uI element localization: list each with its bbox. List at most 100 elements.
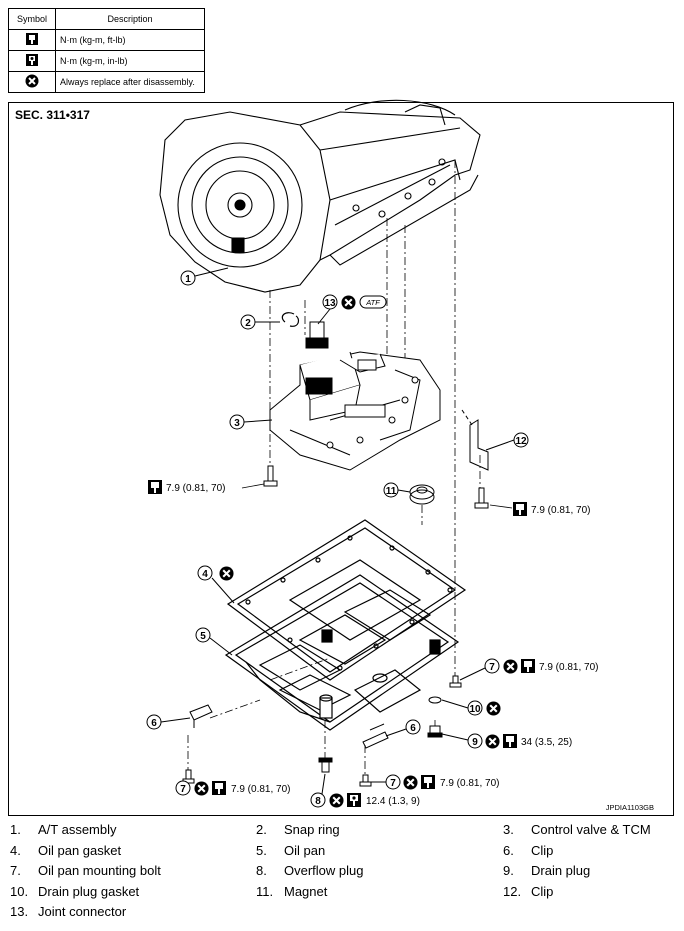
clip-6-left: [189, 704, 213, 728]
torque-spec-item7-bottom-left: 7.9 (0.81, 70): [231, 784, 290, 795]
torque-wrench-small-icon: [347, 793, 361, 807]
part-number: 10.: [10, 883, 29, 899]
replace-x-icon: [486, 701, 501, 716]
svg-text:7: 7: [489, 662, 495, 673]
clip-12: [461, 409, 489, 471]
part-name: Overflow plug: [284, 863, 364, 878]
legend-desc-replace: Always replace after disassembly.: [55, 71, 205, 93]
figure-code: JPDIA1103GB: [605, 803, 654, 812]
oil-pan: [224, 574, 460, 731]
part-name: Control valve & TCM: [531, 822, 651, 837]
callout-6-right: 6: [385, 719, 421, 737]
torque-spec-item7-bottom-mid: 7.9 (0.81, 70): [440, 778, 499, 789]
callout-9: 9: [441, 733, 483, 749]
callout-7-bottom-mid: 7: [370, 774, 401, 790]
part-number: 8.: [256, 863, 267, 878]
callout-10: 10: [441, 699, 483, 716]
part-number: 1.: [10, 822, 21, 837]
svg-text:5: 5: [200, 631, 206, 642]
svg-text:8: 8: [315, 796, 321, 807]
svg-text:10: 10: [469, 704, 481, 715]
torque-spec-item8: 12.4 (1.3, 9): [366, 796, 420, 807]
svg-text:11: 11: [386, 486, 397, 497]
part-name: Drain plug: [531, 863, 591, 878]
part-name: Magnet: [284, 883, 328, 899]
callout-1: 1: [180, 267, 229, 286]
bolts: [182, 465, 489, 787]
svg-text:4: 4: [202, 569, 208, 580]
part-number: 6.: [503, 842, 514, 858]
section-label: SEC. 311•317: [15, 108, 90, 122]
svg-text:1: 1: [185, 274, 191, 285]
torque-wrench-icon: [421, 775, 435, 789]
part-number: 9.: [503, 863, 514, 878]
drain-plug: [427, 725, 443, 738]
svg-text:6: 6: [410, 723, 416, 734]
callout-4: 4: [197, 565, 235, 604]
replace-x-icon: [25, 74, 39, 88]
callout-11: 11: [383, 482, 411, 498]
svg-text:12: 12: [515, 436, 527, 447]
part-number: 3.: [503, 822, 514, 837]
torque-spec-left-bolt: 7.9 (0.81, 70): [166, 483, 225, 494]
svg-text:7: 7: [180, 784, 186, 795]
torque-spec-item7-right: 7.9 (0.81, 70): [539, 662, 598, 673]
callout-13: 13: [317, 294, 338, 325]
part-number: 11.: [256, 883, 274, 899]
snap-ring: [281, 312, 300, 327]
replace-x-icon: [219, 566, 234, 581]
joint-connector: [305, 321, 329, 349]
part-name: Clip: [531, 883, 554, 899]
replace-x-icon: [485, 734, 500, 749]
torque-wrench-icon: [503, 734, 517, 748]
atf-label: ATF: [359, 295, 387, 309]
replace-x-icon: [503, 659, 518, 674]
torque-wrench-icon: [212, 781, 226, 795]
svg-text:2: 2: [245, 318, 251, 329]
part-number: 13.: [10, 904, 29, 919]
torque-spec-item9: 34 (3.5, 25): [521, 737, 572, 748]
svg-text:7: 7: [390, 778, 396, 789]
part-name: Snap ring: [284, 822, 340, 837]
alignment-lines: [187, 160, 481, 775]
replace-x-icon: [194, 781, 209, 796]
torque-wrench-icon: [148, 480, 162, 494]
callout-3: 3: [229, 414, 273, 430]
part-number: 7.: [10, 863, 21, 878]
part-name: Drain plug gasket: [38, 883, 140, 899]
callout-2: 2: [240, 314, 280, 330]
part-name: A/T assembly: [38, 822, 117, 837]
callout-6-left: 6: [146, 714, 191, 730]
atf-text: ATF: [365, 298, 380, 307]
torque-wrench-icon: [521, 659, 535, 673]
part-name: Clip: [531, 842, 554, 858]
oil-pan-gasket: [226, 519, 467, 681]
part-number-callouts: 1 2 13 3 12 11 4 5 7 10 6 6 9 7 7 8: [146, 267, 529, 808]
part-name: Oil pan mounting bolt: [38, 863, 161, 878]
symbol-legend-table: Symbol Description N·m (kg-m, ft-lb) N·m…: [8, 8, 205, 93]
control-valve-tcm: [269, 351, 441, 471]
overflow-plug: [318, 757, 333, 773]
part-number: 2.: [256, 822, 267, 837]
callout-7-right: 7: [459, 658, 500, 681]
replace-x-icon: [341, 295, 356, 310]
parts-list: 1. A/T assembly 2. Snap ring 3. Control …: [0, 822, 684, 925]
callout-7-bottom-left: 7: [175, 780, 191, 796]
replace-x-icon: [329, 793, 344, 808]
magnet: [409, 484, 435, 505]
part-name: Oil pan: [284, 842, 326, 858]
drain-plug-gasket: [428, 696, 442, 704]
torque-spec-right-bolt: 7.9 (0.81, 70): [531, 505, 590, 516]
torque-wrench-small-icon: [26, 54, 38, 66]
diagram-frame: [8, 102, 674, 816]
part-number: 12.: [503, 883, 522, 899]
part-name: Oil pan gasket: [38, 842, 122, 858]
clip-6-right: [362, 723, 389, 749]
part-number: 5.: [256, 842, 267, 858]
at-assembly: [159, 99, 481, 293]
part-number: 4.: [10, 842, 21, 858]
part-name: Joint connector: [38, 904, 127, 919]
svg-text:6: 6: [151, 718, 157, 729]
torque-wrench-icon: [26, 33, 38, 45]
